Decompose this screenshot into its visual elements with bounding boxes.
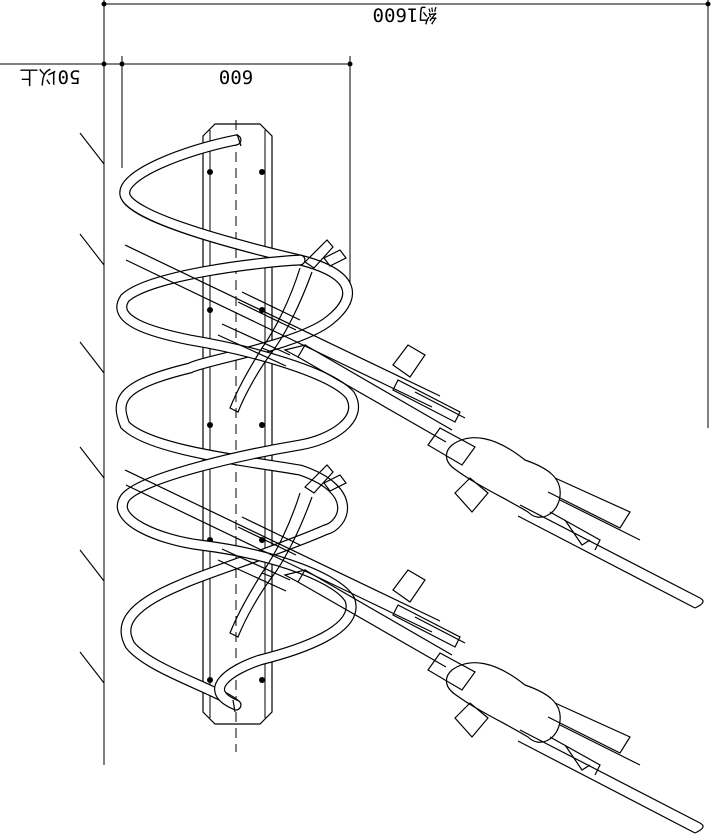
wall-offset-label: 50以上	[20, 66, 81, 88]
wall-hatching	[79, 132, 105, 684]
bicycle-lower	[124, 464, 704, 834]
wave-rack-tube	[115, 133, 359, 713]
dimension-lines	[0, 0, 711, 765]
spacing-dimension-label: 600	[219, 66, 253, 88]
overall-dimension-label: 約1600	[373, 4, 438, 26]
rack-base-plate	[202, 120, 273, 752]
